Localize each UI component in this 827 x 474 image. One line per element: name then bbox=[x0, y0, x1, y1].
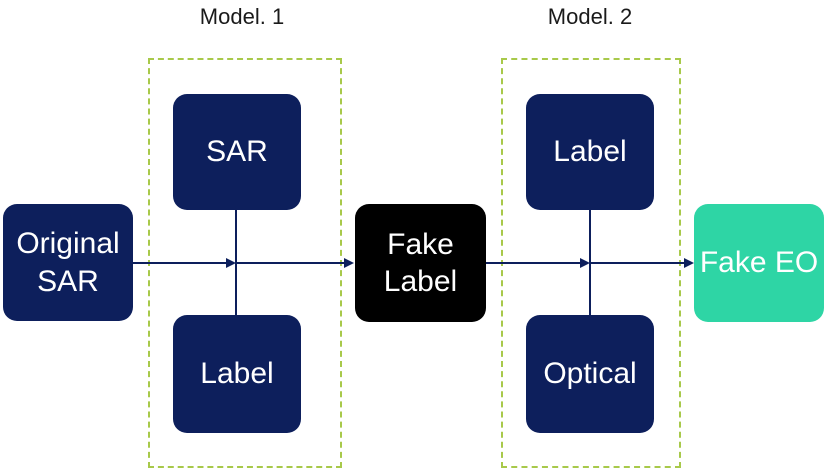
fake-eo-node: Fake EO bbox=[694, 204, 824, 322]
model1-sar-node: SAR bbox=[173, 94, 301, 210]
model1-label-node: Label bbox=[173, 315, 301, 433]
model1-title: Model. 1 bbox=[199, 4, 285, 29]
original-sar-node: Original SAR bbox=[3, 204, 133, 321]
model2-title: Model. 2 bbox=[547, 4, 633, 29]
model2-optical-node: Optical bbox=[526, 315, 654, 433]
model2-label-node: Label bbox=[526, 94, 654, 210]
fake-label-node: Fake Label bbox=[355, 204, 486, 322]
